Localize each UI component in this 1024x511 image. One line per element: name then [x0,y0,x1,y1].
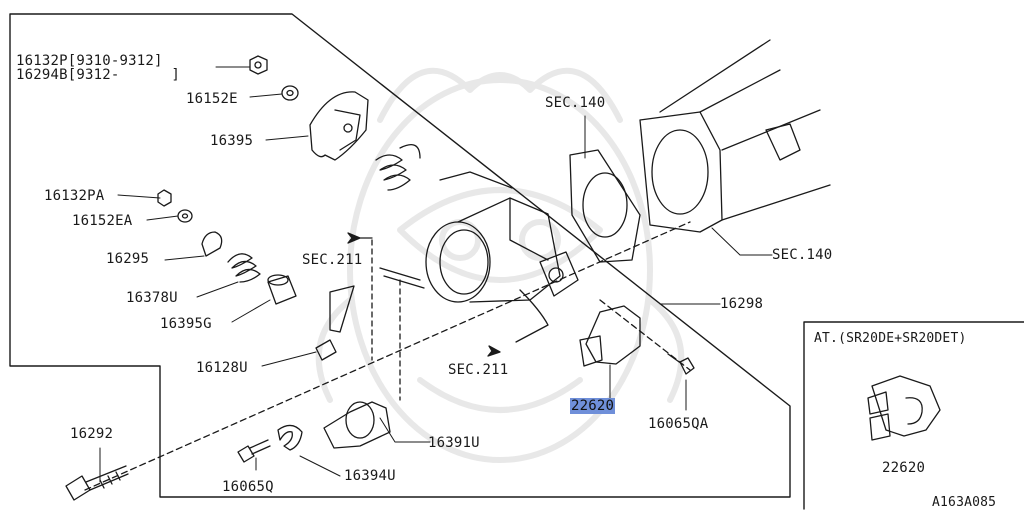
label-16152E: 16152E [186,91,238,107]
label-inset-22620: 22620 [882,460,926,476]
label-16391U: 16391U [428,435,480,451]
label-sec211-upper: SEC.211 [302,252,363,268]
axis-line [84,221,691,491]
label-sec211-lower: SEC.211 [448,362,509,378]
screw-16065Q [237,439,271,463]
label-16152EA: 16152EA [72,213,133,229]
label-16395G: 16395G [160,316,212,332]
inset-frame [803,321,1024,510]
spring-16378U [227,253,261,283]
valve-16391U [323,401,391,449]
label-16292: 16292 [70,426,114,442]
main-frame [9,13,791,498]
arrow-sec211-upper [347,232,373,244]
leader-lines [99,66,773,483]
washer-16152EA [177,209,193,223]
sensor-22620 [579,305,641,367]
screw-16065QA [667,353,695,375]
label-16065Q: 16065Q [222,479,274,495]
lever-16395 [309,91,369,161]
label-16128U: 16128U [196,360,248,376]
label-16295: 16295 [106,251,150,267]
label-16394U: 16394U [344,468,396,484]
diagram-code: A163A085 [932,495,997,510]
label-16395: 16395 [210,133,254,149]
bushing-16395G [267,274,297,305]
washer-16152E [281,85,299,101]
bolt-16292 [65,465,129,501]
label-sec140-right: SEC.140 [772,247,833,263]
inset-sensor-22620 [867,375,941,441]
label-16298: 16298 [720,296,764,312]
clip-16394U [277,424,303,451]
arrow-sec211-lower [487,345,501,357]
label-22620-highlighted[interactable]: 22620 [570,398,616,414]
nut-16132PA [157,189,172,207]
inset-title: AT.(SR20DE+SR20DET) [814,331,967,346]
sec211-bracket [371,239,401,401]
label-sec140-top: SEC.140 [545,95,606,111]
label-16132P: 16132P[9310-9312] [16,53,163,69]
nut-16132P [249,55,268,75]
return-spring [375,144,421,191]
label-16294B: 16294B[9312- ] [16,67,180,83]
label-16065QA: 16065QA [648,416,709,432]
throttle-body [379,171,579,343]
label-16378U: 16378U [126,290,178,306]
watermark-emblem [315,67,685,463]
gasket-sec140 [569,149,641,263]
bracket-16128U [315,285,355,361]
label-16132PA: 16132PA [44,188,105,204]
plate-16295 [201,231,223,257]
intake-manifold [639,39,831,233]
